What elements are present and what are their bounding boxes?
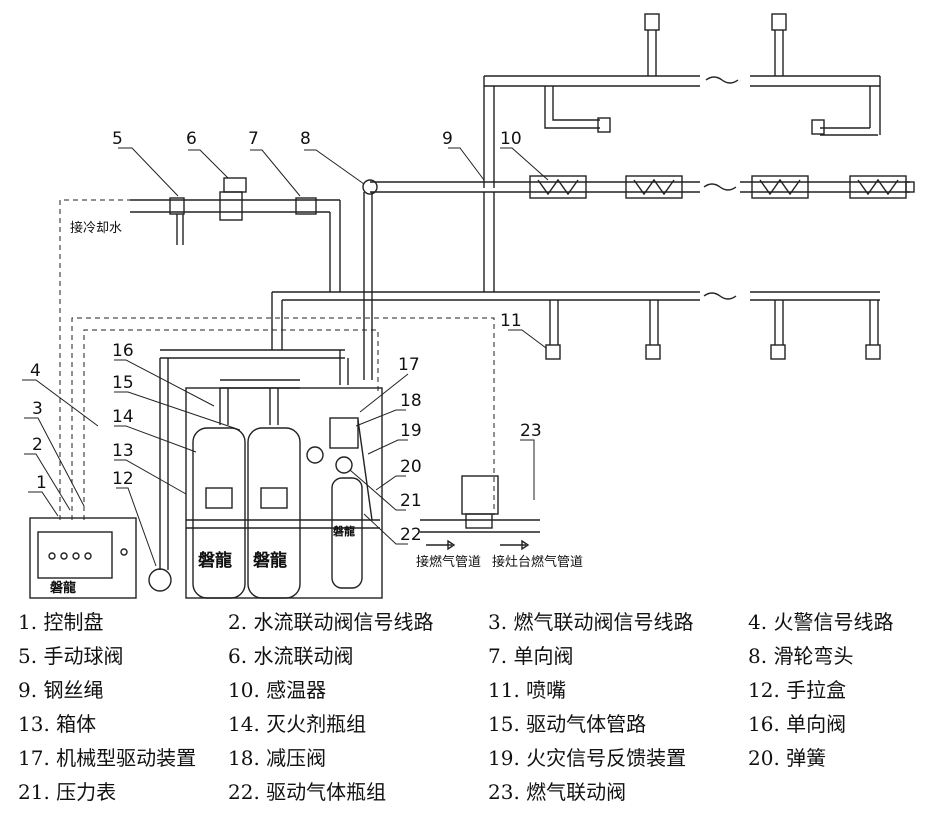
leader-lines [22,147,549,567]
gas-pipe-stove-label: 接灶台燃气管道 [492,554,583,570]
legend: 1. 控制盘 2. 水流联动阀信号线路 3. 燃气联动阀信号线路 4. 火警信号… [0,604,944,816]
legend-item: 15. 驱动气体管路 [488,712,647,736]
system-diagram: 1 2 3 4 5 6 7 8 9 10 11 12 13 14 15 16 1… [22,13,915,599]
callout-3: 3 [32,399,43,419]
legend-item: 6. 水流联动阀 [228,644,354,668]
legend-item: 14. 灭火剂瓶组 [228,712,367,736]
heat-detector [529,175,587,199]
gas-valve [420,475,540,551]
callout-4: 4 [30,361,41,381]
callout-1: 1 [36,473,47,493]
legend-item: 7. 单向阀 [488,644,574,668]
legend-item: 2. 水流联动阀信号线路 [228,610,434,634]
gas-pipe-in-label: 接燃气管道 [416,554,481,570]
legend-item: 13. 箱体 [18,712,97,736]
legend-item: 12. 手拉盒 [748,678,847,702]
legend-item: 5. 手动球阀 [18,644,124,668]
cooling-water-label: 接冷却水 [70,220,122,236]
upper-nozzle-branch [483,13,881,188]
pull-box [148,568,172,592]
brand-mark: 磐龍 [252,550,287,571]
callout-6: 6 [186,129,197,149]
signal-lines [59,199,495,520]
legend-item: 1. 控制盘 [18,610,104,634]
legend-item: 9. 钢丝绳 [18,678,104,702]
legend-item: 3. 燃气联动阀信号线路 [488,610,694,634]
heat-detector [849,175,907,199]
legend-item: 8. 滑轮弯头 [748,644,854,668]
callout-19: 19 [400,421,422,441]
legend-item: 21. 压力表 [18,780,117,804]
brand-mark: 磐龍 [197,550,232,571]
callout-23: 23 [520,421,542,441]
agent-cylinder [247,427,301,599]
lower-nozzle-branch [271,192,881,360]
legend-item: 18. 减压阀 [228,746,327,770]
brand-mark: 磐龍 [333,524,355,538]
callout-12: 12 [112,469,134,489]
callout-15: 15 [112,373,134,393]
callout-5: 5 [112,129,123,149]
drive-gas-cylinder [331,477,363,589]
callout-20: 20 [400,457,422,477]
callout-16: 16 [112,341,134,361]
cabinet [148,349,383,599]
callout-21: 21 [400,491,422,511]
legend-item: 17. 机械型驱动装置 [18,746,197,770]
callout-10: 10 [500,129,522,149]
callout-17: 17 [398,355,420,375]
heat-detector [751,175,809,199]
callout-11: 11 [500,311,522,331]
legend-item: 10. 感温器 [228,678,327,702]
legend-item: 19. 火灾信号反馈装置 [488,746,687,770]
legend-item: 11. 喷嘴 [488,678,567,702]
callout-22: 22 [400,525,422,545]
callout-18: 18 [400,391,422,411]
legend-item: 4. 火警信号线路 [748,610,894,634]
brand-mark: 磐龍 [50,580,76,596]
cooling-water-line [130,177,378,380]
agent-cylinder [192,427,246,599]
legend-item: 22. 驱动气体瓶组 [228,780,387,804]
control-panel [29,517,137,599]
cable-pipe-line [370,175,915,199]
callout-9: 9 [442,129,453,149]
callout-13: 13 [112,441,134,461]
callout-7: 7 [248,129,259,149]
legend-item: 23. 燃气联动阀 [488,780,627,804]
legend-item: 16. 单向阀 [748,712,847,736]
callout-2: 2 [32,435,43,455]
legend-item: 20. 弹簧 [748,746,827,770]
heat-detector [625,175,683,199]
callout-14: 14 [112,407,134,427]
callout-8: 8 [300,129,311,149]
callout-numbers: 1 2 3 4 5 6 7 8 9 10 11 12 13 14 15 16 1… [30,129,542,545]
